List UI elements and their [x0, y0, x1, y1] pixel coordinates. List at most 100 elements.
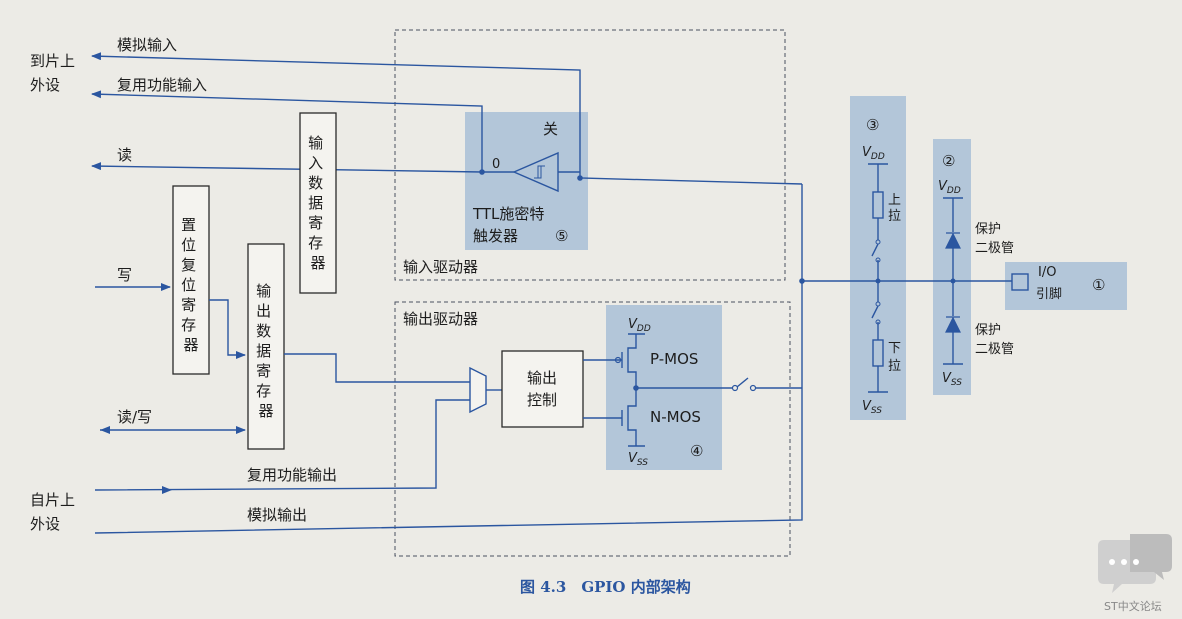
odr-char-5: 寄	[256, 362, 271, 380]
output-control	[501, 350, 584, 428]
vss-pull-label: VSS	[862, 399, 882, 416]
af-out-wire	[94, 399, 470, 491]
schmitt-zero-label: 0	[492, 157, 500, 172]
pmos-bubble	[614, 356, 622, 364]
schmitt-shade	[465, 112, 588, 250]
vss-v: V	[628, 451, 638, 466]
vdd-out-label: VDD	[628, 317, 651, 334]
protect-shade	[933, 139, 971, 395]
to-peripheral-label-1: 到片上	[30, 52, 75, 70]
pullup-label-1: 上	[888, 193, 901, 208]
switch-contact-b	[749, 384, 757, 392]
analog-out-label: 模拟输出	[247, 506, 307, 524]
vss-protect-sub: SS	[951, 378, 962, 388]
pin-to-schmitt-wire	[579, 112, 803, 185]
pull-num: ③	[866, 116, 879, 134]
schmitt-off-label: 关	[543, 120, 558, 138]
protect-lower-label-1: 保护	[975, 323, 1001, 338]
idr-char-6: 存	[308, 234, 323, 252]
from-peripheral-label-2: 外设	[30, 515, 60, 533]
vss-pull-sub: SS	[871, 406, 882, 416]
odr-to-mux-wire	[284, 353, 470, 383]
output-driver-title: 输出驱动器	[403, 310, 478, 328]
vss-out-label: VSS	[628, 451, 648, 468]
odr-char-6: 存	[256, 382, 271, 400]
output-driver-box	[394, 301, 791, 557]
upper-diode	[945, 232, 961, 249]
input-data-register	[299, 112, 337, 294]
vdd-pull-sub: DD	[871, 152, 885, 162]
from-peripheral-label-1: 自片上	[30, 491, 75, 509]
bsr-char-4: 位	[181, 276, 196, 294]
pin-shade	[1005, 262, 1127, 310]
odr-char-2: 出	[256, 302, 271, 320]
protect-upper-label-2: 二极管	[975, 241, 1014, 256]
input-driver-title: 输入驱动器	[403, 258, 478, 276]
vdd-protect-v: V	[938, 179, 948, 194]
pullup-label-2: 拉	[888, 209, 901, 224]
protect-lower-label-2: 二极管	[975, 342, 1014, 357]
bsr-char-5: 寄	[181, 296, 196, 314]
odr-char-3: 数	[256, 322, 271, 340]
output-control-label-2: 控制	[527, 391, 557, 409]
pulldown-contact-b	[875, 319, 881, 325]
odr-char-4: 据	[256, 342, 271, 360]
pulldown-label-2: 拉	[888, 359, 901, 374]
vss-protect-v: V	[942, 371, 952, 386]
bsr-register	[172, 185, 210, 375]
pullup-contact-b	[875, 257, 881, 263]
idr-char-4: 据	[308, 194, 323, 212]
odr-char-7: 器	[258, 402, 273, 420]
pullup-switch	[871, 218, 879, 281]
rw-arrow-left	[100, 426, 110, 434]
output-data-register	[247, 243, 285, 450]
upper-diode-wire	[943, 197, 963, 281]
read-label: 读	[117, 146, 132, 164]
vdd-v: V	[628, 317, 638, 332]
pin-label-1: I/O	[1038, 265, 1056, 280]
pulldown-switch	[871, 281, 879, 340]
hysteresis-icon	[534, 165, 545, 179]
bsr-char-3: 复	[181, 256, 196, 274]
vdd-protect-sub: DD	[947, 186, 961, 196]
lower-diode-wire	[943, 281, 963, 365]
pullup-contact-a	[875, 239, 881, 245]
output-control-label-1: 输出	[527, 369, 557, 387]
pmos-symbol	[627, 333, 645, 388]
vdd-pull-v: V	[862, 145, 872, 160]
vdd-sub: DD	[637, 324, 651, 334]
analog-in-wire	[91, 52, 581, 112]
af-out-label: 复用功能输出	[247, 466, 337, 484]
bsr-char-2: 位	[181, 236, 196, 254]
nmos-symbol	[627, 388, 645, 447]
pin-label-2: 引脚	[1036, 286, 1062, 302]
pullup-top	[868, 163, 888, 192]
analog-out-wire	[94, 184, 803, 534]
nmos-label: N-MOS	[650, 408, 701, 426]
bsr-char-6: 存	[181, 316, 196, 334]
lower-diode	[945, 316, 961, 333]
pulldown-contact-a	[875, 301, 881, 307]
read-wire	[91, 162, 483, 173]
rw-label: 读/写	[117, 408, 152, 426]
chat-bubble-icon	[1098, 534, 1172, 593]
schmitt-label-1: TTL施密特	[472, 205, 544, 223]
idr-char-2: 入	[308, 154, 323, 172]
protect-upper-label-1: 保护	[975, 222, 1001, 237]
watermark: ST中文论坛	[1104, 599, 1162, 613]
bsr-char-1: 置	[181, 216, 196, 234]
idr-char-7: 器	[310, 254, 325, 272]
write-label: 写	[117, 266, 132, 284]
vdd-pull-label: VDD	[862, 145, 885, 162]
pulldown-label-1: 下	[888, 341, 901, 356]
vss-pull-v: V	[862, 399, 872, 414]
pulldown-bottom	[868, 366, 888, 393]
bsr-char-7: 器	[183, 336, 198, 354]
vdd-protect-label: VDD	[938, 179, 961, 196]
to-peripheral-label-2: 外设	[30, 76, 60, 94]
figure-caption: 图 4.3 GPIO 内部架构	[520, 578, 691, 596]
input-driver-box	[394, 29, 786, 281]
af-out-arrow	[162, 486, 172, 494]
vss-sub: SS	[637, 458, 648, 468]
af-in-label: 复用功能输入	[117, 76, 207, 94]
